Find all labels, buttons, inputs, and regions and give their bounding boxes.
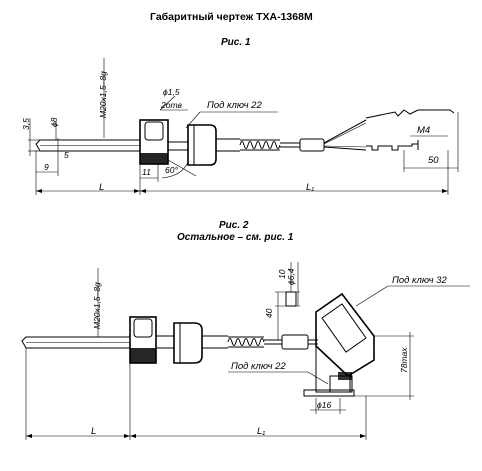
fig1-thermocouple [28,58,459,195]
fig1-dim-11: 11 [142,167,151,177]
fig1-angle-60: 60° [165,165,178,175]
fig2-dim-L1: L₁ [257,426,266,437]
fig1-caption: Рис. 1 [221,37,251,48]
fig2-caption: Рис. 2 [219,220,249,231]
fig1-wrench-label: Под ключ 22 [207,100,262,111]
fig2-dim-dia16: ϕ16 [317,400,332,410]
fig1-dim-50: 50 [428,155,439,166]
fig1-dim-5: 5 [64,150,69,160]
fig1-dim-M4: M4 [417,125,431,136]
fig2-wrench22-label: Под ключ 22 [231,361,286,372]
fig1-dim-L1: L₁ [306,182,315,193]
fig2-dim-L: L [91,426,97,437]
fig1-dim-9: 9 [44,162,49,172]
fig2-subcaption: Остальное – см. рис. 1 [177,232,294,243]
fig1-dim-L: L [99,182,105,193]
fig2-wrench32-label: Под ключ 32 [392,275,447,286]
fig2-thermocouple [21,262,470,440]
drawing-title: Габаритный чертеж ТХА-1368М [150,11,313,23]
fig1-hole-diameter-label: ϕ1,5 [163,87,180,97]
fig1-holes-count-label: 2отв [161,100,182,110]
